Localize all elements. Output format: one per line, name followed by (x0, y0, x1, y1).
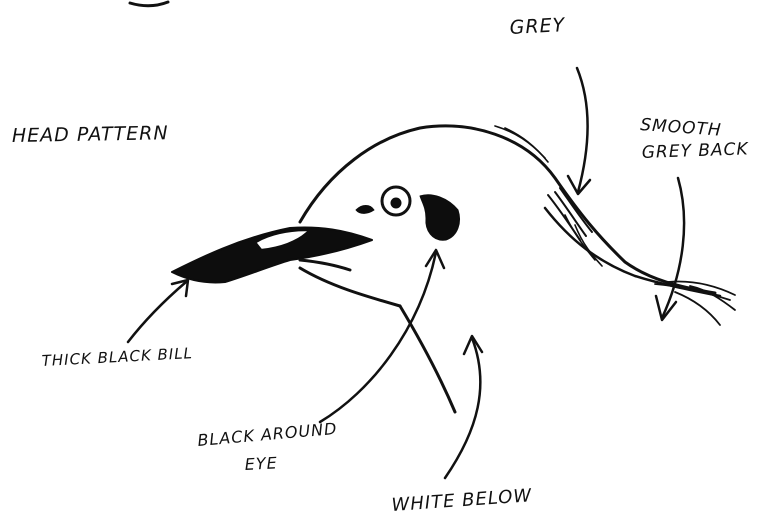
arrow-grey (577, 68, 588, 192)
label-eye: EYE (244, 453, 278, 474)
eye-pupil (391, 198, 401, 208)
eye-black-patch (420, 195, 460, 240)
label-black-around: BLACK AROUND (197, 419, 338, 450)
label-smooth: SMOOTH (640, 115, 723, 141)
neck-outline (400, 306, 455, 412)
arrow-thick-black-bill (128, 282, 186, 342)
label-thick-black-bill: THICK BLACK BILL (41, 344, 193, 370)
label-grey-back: GREY BACK (641, 139, 749, 163)
label-head-pattern: HEAD PATTERN (12, 122, 169, 147)
label-grey: GREY (509, 14, 566, 39)
eye-front-mark (356, 206, 374, 214)
bird-head (172, 126, 735, 412)
bill-gape-line (300, 260, 350, 270)
throat-outline (300, 268, 400, 306)
top-edge-stroke (130, 2, 168, 6)
arrow-smooth-grey-back (662, 178, 684, 318)
arrow-white-below (445, 338, 480, 478)
label-white-below: WHITE BELOW (391, 485, 533, 516)
bill (172, 228, 372, 283)
